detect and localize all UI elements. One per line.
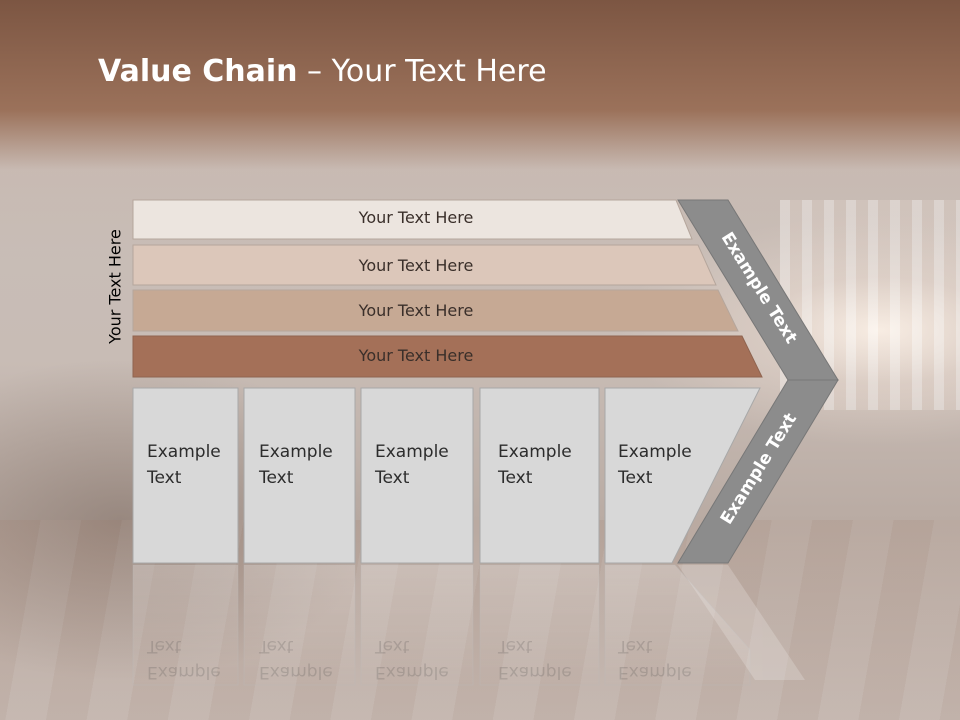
row-4-label: Your Text Here xyxy=(358,346,474,365)
row-4-shape xyxy=(132,335,763,378)
chevron-lower xyxy=(677,379,839,564)
cell-1-shape xyxy=(132,387,239,564)
cell-2-shape xyxy=(243,387,356,564)
row-2-shape xyxy=(132,244,717,286)
row-1-label: Your Text Here xyxy=(358,208,474,227)
slide-title: Value Chain – Your Text Here xyxy=(98,54,547,89)
row-2-label: Your Text Here xyxy=(358,256,474,275)
title-rest: – Your Text Here xyxy=(297,54,547,89)
cell-3-shape xyxy=(360,387,474,564)
row-3-label: Your Text Here xyxy=(358,301,474,320)
diagram-reflection xyxy=(132,564,805,686)
cell-5-shape xyxy=(604,387,761,564)
row-3-shape xyxy=(132,289,739,332)
title-bold: Value Chain xyxy=(98,54,298,89)
cell-4-shape xyxy=(479,387,600,564)
row-1-shape xyxy=(132,199,693,240)
